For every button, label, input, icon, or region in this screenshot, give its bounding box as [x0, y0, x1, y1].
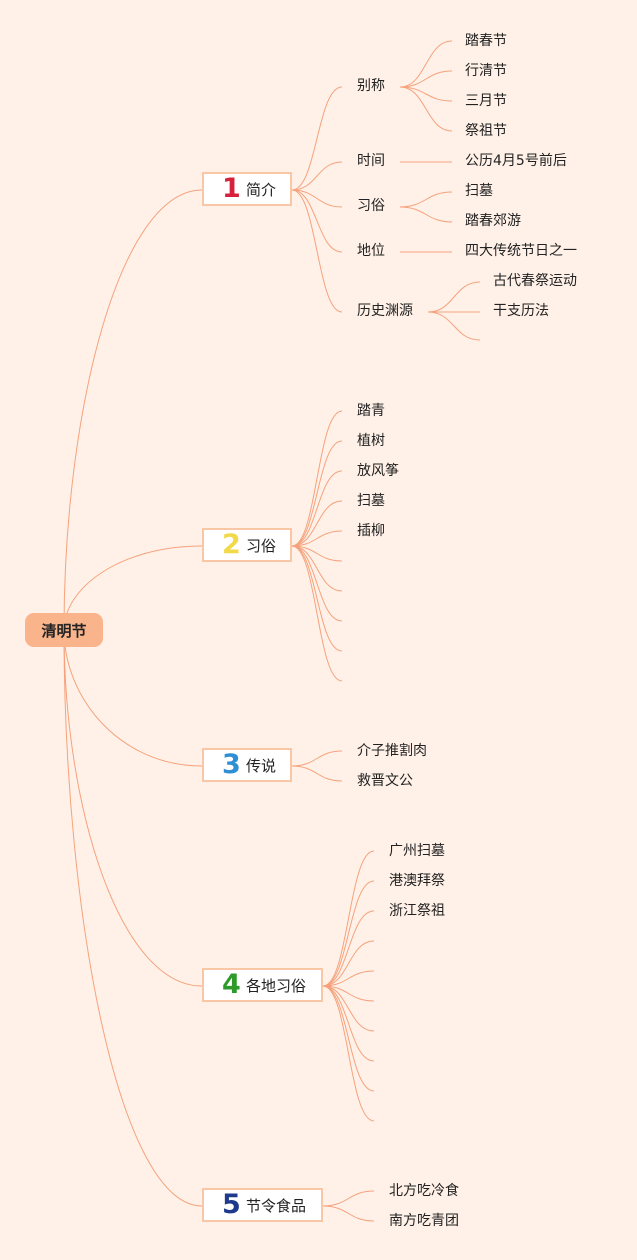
leaf-connector-line	[427, 311, 481, 341]
leaf-node[interactable]: 公历4月5号前后	[465, 153, 567, 169]
number-4-icon: 4	[222, 969, 241, 1000]
leaf-node[interactable]: 植树	[357, 433, 385, 449]
topic-connector-line	[322, 910, 375, 987]
subtopic-bieming[interactable]: 别称	[357, 78, 385, 94]
leaf-node[interactable]: 踏青	[357, 403, 385, 419]
subtopic-diwei[interactable]: 地位	[357, 243, 385, 259]
leaf-node[interactable]: 南方吃青团	[389, 1213, 459, 1229]
topic-connector-line	[322, 1190, 375, 1207]
topic-connector-line	[291, 161, 343, 191]
topic-connector-line	[291, 545, 343, 682]
root-node[interactable]: 清明节	[25, 613, 103, 647]
leaf-node[interactable]: 三月节	[465, 93, 507, 109]
leaf-node[interactable]: 介子推割肉	[357, 743, 427, 759]
leaf-connector-line	[399, 70, 453, 88]
topic-connector-line	[291, 189, 343, 253]
topic-connector-line	[291, 470, 343, 547]
root-connector-line	[63, 629, 203, 1207]
leaf-node[interactable]: 港澳拜祭	[389, 873, 445, 889]
leaf-node[interactable]: 干支历法	[493, 303, 549, 319]
number-1-icon: 1	[222, 173, 241, 204]
topic-connector-line	[291, 189, 343, 313]
leaf-connector-line	[399, 86, 453, 102]
leaf-connector-line	[399, 40, 453, 88]
topic-connector-line	[322, 985, 375, 1122]
topic-connector-line	[291, 545, 343, 562]
topic-connector-line	[291, 545, 343, 652]
leaf-node[interactable]: 北方吃冷食	[389, 1183, 459, 1199]
topic-customs[interactable]: 2 习俗	[202, 528, 292, 562]
root-connector-line	[63, 189, 203, 631]
subtopic-lishi[interactable]: 历史渊源	[357, 303, 413, 319]
topic-label: 习俗	[246, 536, 277, 555]
leaf-node[interactable]: 扫墓	[357, 493, 385, 509]
number-3-icon: 3	[222, 749, 241, 780]
leaf-node[interactable]: 行清节	[465, 63, 507, 79]
topic-connector-line	[322, 985, 375, 1092]
topic-connector-line	[291, 440, 343, 547]
topic-label: 简介	[246, 180, 277, 199]
leaf-node[interactable]: 古代春祭运动	[493, 273, 577, 289]
leaf-connector-line	[399, 191, 453, 208]
leaf-node[interactable]: 四大传统节日之一	[465, 243, 577, 259]
topic-connector-line	[291, 410, 343, 547]
topic-label: 传说	[246, 756, 277, 775]
leaf-node[interactable]: 扫墓	[465, 183, 493, 199]
topic-connector-line	[291, 530, 343, 547]
topic-legends[interactable]: 3 传说	[202, 748, 292, 782]
topic-connector-line	[322, 940, 375, 987]
leaf-node[interactable]: 广州扫墓	[389, 843, 445, 859]
topic-connector-line	[291, 86, 343, 191]
leaf-node[interactable]: 踏春郊游	[465, 213, 521, 229]
topic-connector-line	[322, 880, 375, 987]
root-connector-line	[63, 629, 203, 987]
leaf-connector-line	[399, 206, 453, 223]
subtopic-xisu[interactable]: 习俗	[357, 198, 385, 214]
topic-connector-line	[322, 985, 375, 1002]
topic-connector-line	[291, 545, 343, 592]
leaf-connector-line	[427, 281, 481, 313]
topic-connector-line	[322, 850, 375, 987]
topic-label: 节令食品	[246, 1196, 307, 1215]
topic-connector-line	[322, 1205, 375, 1222]
leaf-node[interactable]: 救晋文公	[357, 773, 413, 789]
topic-foods[interactable]: 5 节令食品	[202, 1188, 323, 1222]
topic-connector-line	[291, 545, 343, 622]
topic-connector-line	[291, 765, 343, 782]
topic-connector-line	[322, 985, 375, 1062]
topic-connector-line	[322, 970, 375, 987]
topic-connector-line	[291, 750, 343, 767]
topic-connector-line	[291, 189, 343, 208]
leaf-node[interactable]: 祭祖节	[465, 123, 507, 139]
leaf-node[interactable]: 浙江祭祖	[389, 903, 445, 919]
number-5-icon: 5	[222, 1189, 241, 1220]
leaf-node[interactable]: 插柳	[357, 523, 385, 539]
topic-regional[interactable]: 4 各地习俗	[202, 968, 323, 1002]
root-connector-line	[63, 629, 203, 767]
subtopic-shijian[interactable]: 时间	[357, 153, 385, 169]
leaf-node[interactable]: 放风筝	[357, 463, 399, 479]
topic-connector-line	[291, 500, 343, 547]
topic-connector-line	[322, 985, 375, 1032]
leaf-connector-line	[399, 86, 453, 132]
topic-intro[interactable]: 1 简介	[202, 172, 292, 206]
number-2-icon: 2	[222, 529, 241, 560]
topic-label: 各地习俗	[246, 976, 307, 995]
leaf-node[interactable]: 踏春节	[465, 33, 507, 49]
